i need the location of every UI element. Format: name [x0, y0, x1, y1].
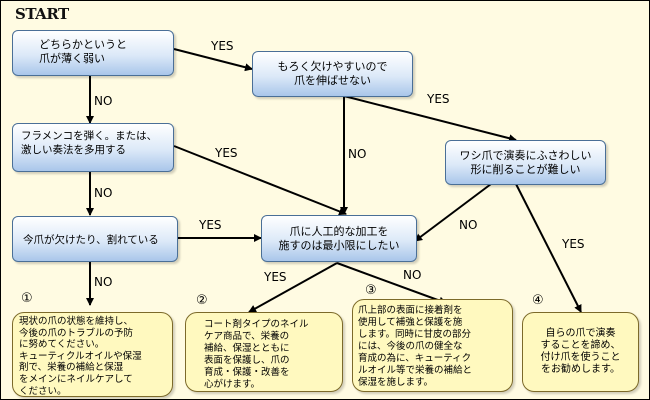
- question-line: 激しい奏法を多用する: [21, 144, 126, 156]
- result-line: ください。: [19, 385, 67, 397]
- arrow-center-no: [336, 262, 447, 305]
- label-q3-no: NO: [94, 275, 113, 289]
- result-line: することを諦め、: [540, 340, 621, 351]
- arrow-q4-yes: [343, 95, 517, 143]
- question-line: 今爪が欠けたり、割れている: [23, 234, 159, 246]
- result-box-3: 爪上部の表面に接着剤を 使用して補強と保護を施 します。同時に甘皮の部分 には、…: [352, 299, 513, 392]
- result-line: 補給、保湿とともに: [204, 343, 290, 354]
- question-flamenco: フラメンコを弾く。または、 激しい奏法を多用する: [12, 123, 174, 172]
- result-line: をメインにネイルケアして: [19, 373, 133, 385]
- result-line: 付け爪を使うこと: [540, 352, 621, 363]
- result-number-1: ①: [21, 291, 33, 306]
- label-q2-yes: YES: [215, 146, 238, 160]
- label-q4-no: NO: [348, 147, 367, 161]
- result-line: します。同時に甘皮の部分: [358, 329, 472, 340]
- question-thin-weak-nails: どちらかというと 爪が薄く弱い: [12, 30, 174, 76]
- question-chipped-now: 今爪が欠けたり、割れている: [12, 216, 178, 262]
- label-q1-yes: YES: [211, 39, 234, 53]
- result-line: コート剤タイプのネイル: [204, 319, 309, 330]
- label-q5-no: NO: [459, 218, 478, 232]
- question-line: ワシ爪で演奏にふさわしい: [459, 148, 592, 162]
- result-line: 自らの爪で演奏: [545, 328, 616, 339]
- result-line: 育成・保護・改善を: [204, 367, 290, 378]
- question-line: フラメンコを弾く。または、: [21, 130, 158, 142]
- result-line: 保湿を施します。: [358, 377, 434, 388]
- question-minimal-artificial: 爪に人工的な加工を 施すのは最小限にしたい: [261, 215, 417, 262]
- result-line: には、今後の爪の健全な: [358, 341, 463, 352]
- result-line: 使用して補強と保護を施: [358, 317, 463, 328]
- arrow-q2-yes: [173, 145, 347, 216]
- question-hooked-nails: ワシ爪で演奏にふさわしい 形に削ることが難しい: [445, 140, 606, 185]
- label-q4-yes: YES: [427, 92, 450, 106]
- result-line: ケア商品で、栄養の: [204, 331, 290, 342]
- question-line: どちらかというと: [39, 38, 127, 51]
- question-line: もろく欠けやすいので: [277, 60, 388, 73]
- result-line: キューティクルオイルや保湿: [19, 350, 142, 362]
- result-line: 表面を保護し、爪の: [204, 355, 290, 366]
- question-brittle-cannot-grow: もろく欠けやすいので 爪を伸ばせない: [252, 51, 413, 97]
- result-box-1: 現状の爪の状態を維持し、 今後の爪のトラブルの予防 に努めてください。 キューテ…: [12, 312, 173, 397]
- result-line: 剤で、栄養の補給と保湿: [19, 362, 124, 374]
- label-center-no: NO: [403, 268, 422, 282]
- result-number-2: ②: [196, 293, 208, 308]
- result-line: ルオイル等で栄養の補給と: [358, 365, 473, 376]
- arrow-q5-yes: [515, 183, 582, 313]
- result-box-2: コート剤タイプのネイル ケア商品で、栄養の 補給、保湿とともに 表面を保護し、爪…: [185, 312, 343, 392]
- question-line: 爪が薄く弱い: [39, 52, 105, 65]
- arrow-center-yes: [248, 262, 338, 313]
- question-line: 爪を伸ばせない: [294, 74, 371, 87]
- question-line: 施すのは最小限にしたい: [278, 238, 400, 252]
- result-box-4: 自らの爪で演奏 することを諦め、 付け爪を使うこと をお勧めします。: [522, 312, 639, 392]
- result-number-3: ③: [365, 283, 377, 298]
- start-label: START: [15, 5, 69, 23]
- question-line: 形に削ることが難しい: [470, 162, 581, 176]
- arrow-q1-yes: [173, 48, 253, 72]
- result-line: 育成の為に、キューティク: [358, 353, 472, 364]
- result-line: 心がけます。: [204, 379, 261, 390]
- result-line: 現状の爪の状態を維持し、: [19, 316, 134, 327]
- result-number-4: ④: [532, 293, 544, 308]
- result-line: 爪上部の表面に接着剤を: [358, 305, 463, 316]
- label-center-yes: YES: [264, 270, 287, 284]
- result-line: に努めてください。: [19, 339, 105, 351]
- result-line: をお勧めします。: [541, 364, 620, 375]
- label-q5-yes: YES: [562, 237, 585, 251]
- result-line: 今後の爪のトラブルの予防: [19, 327, 134, 339]
- arrow-q5-no: [414, 183, 492, 242]
- label-q3-yes: YES: [199, 218, 222, 232]
- question-line: 爪に人工的な加工を: [289, 224, 389, 238]
- label-q2-no: NO: [94, 186, 113, 200]
- label-q1-no: NO: [94, 94, 113, 108]
